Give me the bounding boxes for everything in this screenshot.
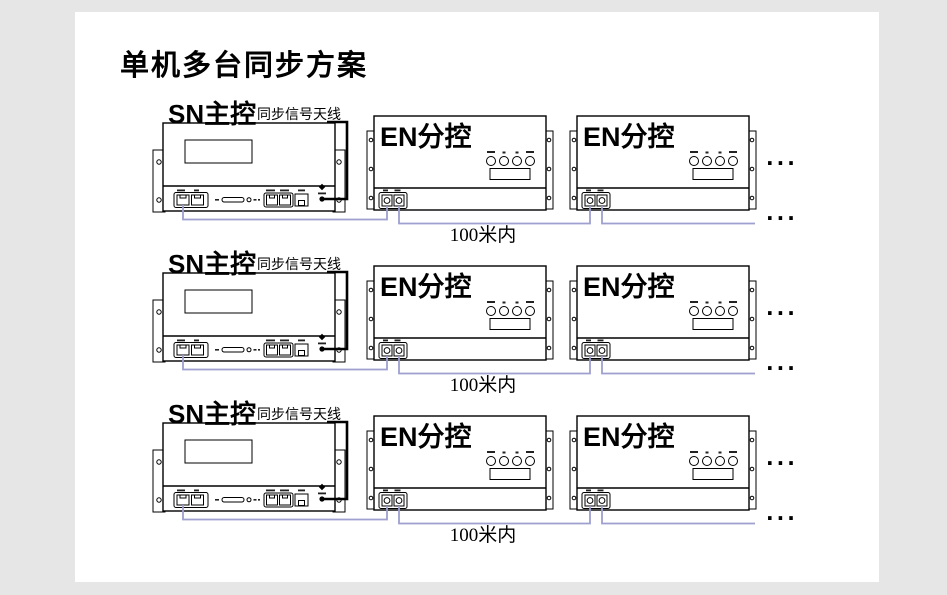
master-label: SN主控 — [168, 399, 256, 429]
sn-master-device — [151, 120, 349, 214]
data-wire-slave1-to-slave2 — [398, 356, 591, 375]
ellipsis-more-wire: ... — [766, 201, 798, 225]
distance-label: 100米内 — [450, 524, 517, 545]
data-wire-slave1-to-slave2 — [398, 206, 591, 225]
slave2-label: EN分控 — [583, 122, 675, 152]
distance-label: 100米内 — [450, 374, 517, 395]
antenna-label: 同步信号天线 — [257, 107, 341, 123]
antenna-label: 同步信号天线 — [257, 257, 341, 273]
data-wire-slave2-continue — [601, 206, 755, 225]
ellipsis-more-wire: ... — [766, 501, 798, 525]
sn-master-device — [151, 420, 349, 514]
ellipsis-more-devices: ... — [766, 146, 798, 170]
slave2-label: EN分控 — [583, 272, 675, 302]
distance-label: 100米内 — [450, 224, 517, 245]
sn-master-device — [151, 270, 349, 364]
data-wire-slave2-continue — [601, 506, 755, 525]
sync-row-1: SN主控 同步信号天线 EN分控 EN分控 100米内 ... ... — [151, 99, 798, 245]
data-wire-master-to-slave1 — [182, 505, 388, 521]
slave2-label: EN分控 — [583, 422, 675, 452]
slave1-label: EN分控 — [380, 272, 472, 302]
ellipsis-more-devices: ... — [766, 446, 798, 470]
page-title: 单机多台同步方案 — [120, 50, 369, 82]
sync-row-3: SN主控 同步信号天线 EN分控 EN分控 100米内 ... ... — [151, 399, 798, 545]
master-label: SN主控 — [168, 99, 256, 129]
slave1-label: EN分控 — [380, 122, 472, 152]
data-wire-master-to-slave1 — [182, 355, 388, 371]
content-card: 单机多台同步方案 SN主控 同步信号天线 EN分控 EN分控 100米内 ...… — [75, 12, 879, 582]
master-label: SN主控 — [168, 249, 256, 279]
slave1-label: EN分控 — [380, 422, 472, 452]
data-wire-slave1-to-slave2 — [398, 506, 591, 525]
antenna-label: 同步信号天线 — [257, 407, 341, 423]
data-wire-slave2-continue — [601, 356, 755, 375]
ellipsis-more-devices: ... — [766, 296, 798, 320]
sync-row-2: SN主控 同步信号天线 EN分控 EN分控 100米内 ... ... — [151, 249, 798, 395]
ellipsis-more-wire: ... — [766, 351, 798, 375]
data-wire-master-to-slave1 — [182, 205, 388, 221]
